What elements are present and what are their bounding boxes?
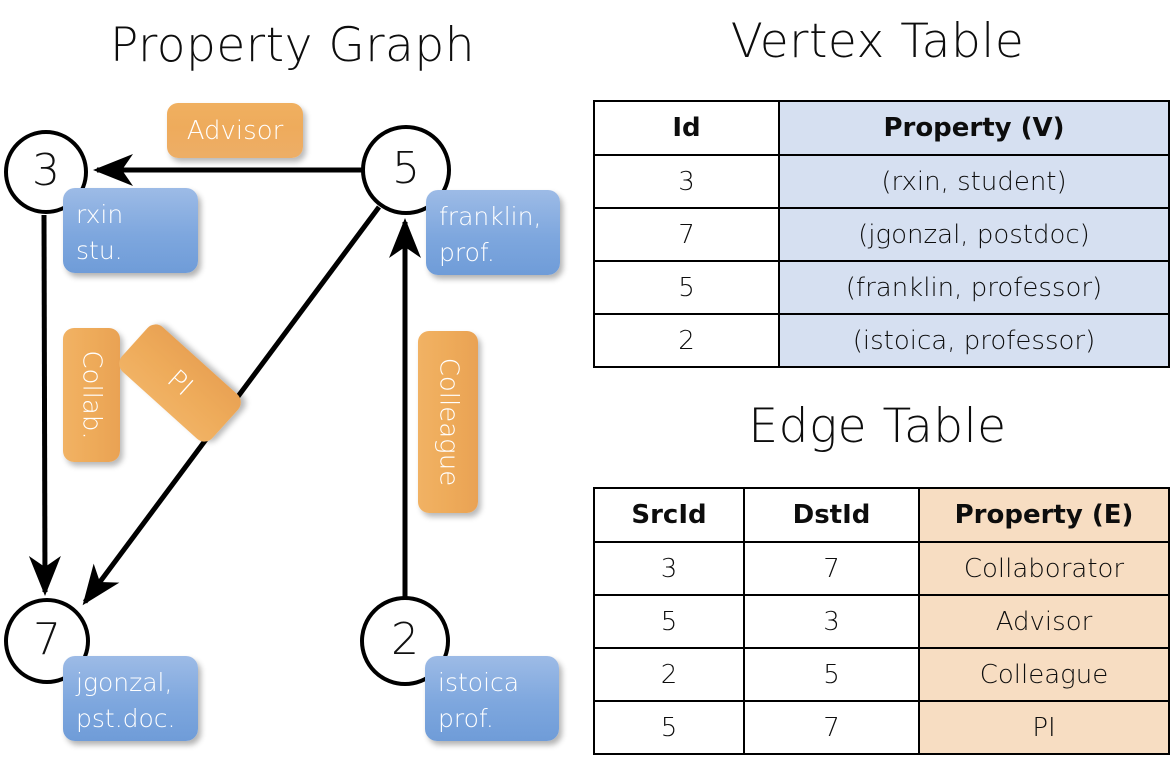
- vertex-row-1-id: 7: [593, 207, 780, 262]
- edge-table-header-dstid: DstId: [743, 487, 920, 543]
- edge-row-1-src: 5: [593, 594, 745, 649]
- edge-table-header-property: Property (E): [918, 487, 1170, 543]
- graph-node-5-label: 5: [392, 143, 420, 194]
- edge-label-colleague-text: Colleague: [433, 357, 464, 487]
- table-row: 7 (jgonzal, postdoc): [593, 207, 1170, 262]
- edge-label-advisor-text: Advisor: [186, 115, 284, 146]
- graph-node-2-label: 2: [391, 614, 419, 665]
- node-property-box-2: istoica prof.: [425, 656, 559, 741]
- vertex-table-header-id: Id: [593, 100, 780, 156]
- node-property-5-line1: franklin,: [439, 202, 542, 231]
- edge-row-3-dst: 7: [743, 700, 920, 755]
- edge-label-advisor: Advisor: [167, 103, 303, 158]
- edge-row-2-dst: 5: [743, 647, 920, 702]
- edge-row-3-property: PI: [918, 700, 1170, 755]
- edge-row-0-src: 3: [593, 541, 745, 596]
- vertex-row-1-property: (jgonzal, postdoc): [778, 207, 1170, 262]
- edge-table-header-row: SrcId DstId Property (E): [593, 487, 1170, 543]
- table-row: 5 7 PI: [593, 700, 1170, 755]
- edge-row-3-src: 5: [593, 700, 745, 755]
- edge-row-1-dst: 3: [743, 594, 920, 649]
- vertex-table: Id Property (V) 3 (rxin, student) 7 (jgo…: [593, 100, 1170, 368]
- vertex-row-3-id: 2: [593, 313, 780, 368]
- graph-node-5[interactable]: 5: [361, 125, 451, 215]
- vertex-row-2-id: 5: [593, 260, 780, 315]
- vertex-table-header-property: Property (V): [778, 100, 1170, 156]
- vertex-table-header-row: Id Property (V): [593, 100, 1170, 156]
- table-row: 2 5 Colleague: [593, 647, 1170, 702]
- table-row: 5 (franklin, professor): [593, 260, 1170, 315]
- edge-label-collab: Collab.: [63, 328, 120, 462]
- page-title-edge-table: Edge Table: [748, 399, 1007, 454]
- node-property-2-line2: prof.: [438, 704, 494, 734]
- page-title-property-graph: Property Graph: [110, 18, 475, 73]
- edge-row-0-property: Collaborator: [918, 541, 1170, 596]
- table-row: 2 (istoica, professor): [593, 313, 1170, 368]
- vertex-row-3-property: (istoica, professor): [778, 313, 1170, 368]
- edge-label-colleague: Colleague: [418, 331, 478, 513]
- edge-collab-line: [28, 214, 61, 596]
- node-property-box-7: jgonzal, pst.doc.: [63, 656, 198, 741]
- edge-table-header-srcid: SrcId: [593, 487, 745, 543]
- graph-node-3-label: 3: [32, 145, 60, 196]
- edge-row-1-property: Advisor: [918, 594, 1170, 649]
- node-property-box-5: franklin, prof.: [426, 190, 560, 275]
- edge-row-2-property: Colleague: [918, 647, 1170, 702]
- edge-row-0-dst: 7: [743, 541, 920, 596]
- graph-node-2[interactable]: 2: [360, 596, 450, 686]
- node-property-2-line1: istoica: [438, 668, 520, 697]
- table-row: 5 3 Advisor: [593, 594, 1170, 649]
- node-property-7-line2: pst.doc.: [76, 704, 176, 734]
- node-property-box-3: rxin stu.: [63, 188, 198, 273]
- edge-label-collab-text: Collab.: [76, 350, 107, 440]
- vertex-row-0-id: 3: [593, 154, 780, 209]
- node-property-5-line2: prof.: [439, 238, 495, 268]
- node-property-7-line1: jgonzal,: [76, 668, 173, 697]
- graph-node-7-label: 7: [33, 614, 61, 665]
- edge-label-pi-text: PI: [161, 364, 199, 402]
- edge-row-2-src: 2: [593, 647, 745, 702]
- node-property-3-line1: rxin: [76, 200, 124, 229]
- edge-table: SrcId DstId Property (E) 3 7 Collaborato…: [593, 487, 1170, 755]
- property-graph-panel: Property Graph Advisor Collab. PI Collea…: [4, 18, 560, 741]
- node-property-3-line2: stu.: [76, 236, 123, 266]
- vertex-row-0-property: (rxin, student): [778, 154, 1170, 209]
- table-row: 3 (rxin, student): [593, 154, 1170, 209]
- page-title-vertex-table: Vertex Table: [730, 14, 1025, 69]
- table-row: 3 7 Collaborator: [593, 541, 1170, 596]
- vertex-row-2-property: (franklin, professor): [778, 260, 1170, 315]
